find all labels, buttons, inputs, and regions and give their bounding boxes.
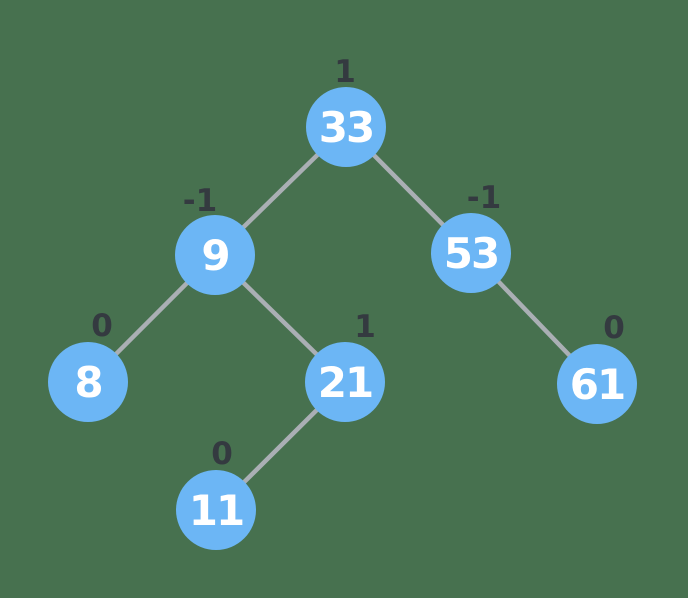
node-value-21: 21 xyxy=(318,358,372,407)
balance-factor-label-53: -1 xyxy=(467,180,501,216)
tree-node-53: 53 xyxy=(431,213,511,293)
node-value-9: 9 xyxy=(201,231,228,280)
node-circle-8 xyxy=(48,342,128,422)
nodes-layer: 33 9 53 8 21 61 11 xyxy=(48,87,637,550)
tree-node-33: 33 xyxy=(306,87,386,167)
tree-node-8: 8 xyxy=(48,342,128,422)
node-value-11: 11 xyxy=(189,486,243,535)
node-circle-61 xyxy=(557,344,637,424)
balance-factor-label-21: 1 xyxy=(354,309,376,345)
tree-node-11: 11 xyxy=(176,470,256,550)
balance-factor-label-9: -1 xyxy=(183,183,217,219)
balance-labels-layer: 1 -1 -1 0 1 0 0 xyxy=(91,54,625,472)
tree-node-9: 9 xyxy=(175,215,255,295)
node-circle-11 xyxy=(176,470,256,550)
node-circle-53 xyxy=(431,213,511,293)
node-circle-21 xyxy=(305,342,385,422)
node-circle-33 xyxy=(306,87,386,167)
balance-factor-label-11: 0 xyxy=(211,436,233,472)
node-value-61: 61 xyxy=(570,360,624,409)
node-value-33: 33 xyxy=(319,103,373,152)
balance-factor-label-33: 1 xyxy=(334,54,356,90)
tree-node-61: 61 xyxy=(557,344,637,424)
balance-factor-label-8: 0 xyxy=(91,308,113,344)
tree-node-21: 21 xyxy=(305,342,385,422)
node-circle-9 xyxy=(175,215,255,295)
node-value-53: 53 xyxy=(444,229,498,278)
balance-factor-label-61: 0 xyxy=(603,310,625,346)
node-value-8: 8 xyxy=(74,358,101,407)
